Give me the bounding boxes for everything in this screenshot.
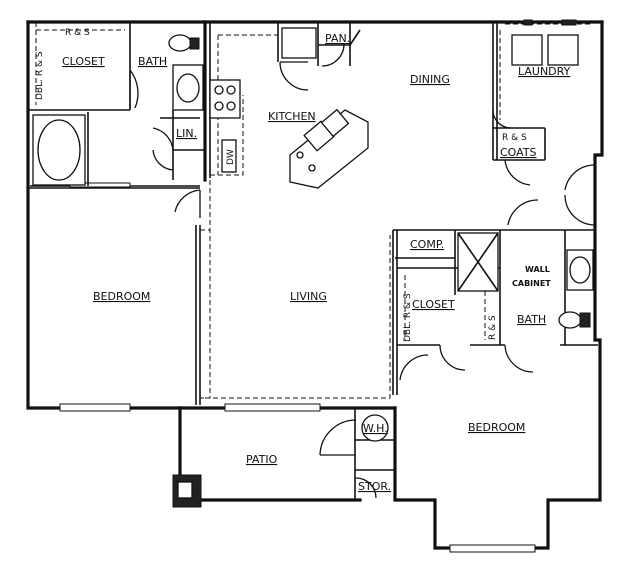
label-dining: DINING xyxy=(410,73,450,86)
label-closet-master: CLOSET xyxy=(62,55,105,68)
label-water-heater: W.H. xyxy=(363,422,388,435)
note-rs-top: R & S xyxy=(65,28,90,38)
washer xyxy=(511,34,543,66)
label-bedroom-right: BEDROOM xyxy=(468,421,525,434)
label-storage: STOR. xyxy=(358,480,391,493)
room-labels: CLOSET BATH LIN. PAN. KITCHEN DINING LAU… xyxy=(62,32,571,493)
note-dbl-rs-closet: DBL. R & S xyxy=(403,293,413,342)
label-bath-master: BATH xyxy=(138,55,167,68)
label-bath-right: BATH xyxy=(517,313,546,326)
refrigerator xyxy=(281,27,317,59)
label-cabinet: CABINET xyxy=(512,279,551,288)
label-bedroom-left: BEDROOM xyxy=(93,290,150,303)
label-wall: WALL xyxy=(525,265,550,274)
label-living: LIVING xyxy=(290,290,327,303)
note-rs-closet: R & S xyxy=(488,315,498,340)
water-heater xyxy=(361,414,389,442)
fixture-notes: R & S DBL. R & S R & S DBL. R & S R & S … xyxy=(35,28,527,342)
note-dw: DW xyxy=(226,149,236,165)
label-laundry: LAUNDRY xyxy=(518,65,571,78)
label-coats: COATS xyxy=(500,146,537,159)
toilet-right xyxy=(558,311,582,329)
dryer xyxy=(547,34,579,66)
label-patio: PATIO xyxy=(246,453,278,466)
label-comp: COMP. xyxy=(410,238,444,251)
label-pantry: PAN. xyxy=(325,32,350,45)
door-swings xyxy=(129,43,596,499)
dishwasher xyxy=(221,139,237,173)
label-linen: LIN. xyxy=(176,127,197,140)
toilet xyxy=(168,34,192,52)
dashed-overhead-lines xyxy=(35,22,590,399)
range xyxy=(209,79,241,119)
note-dbl-rs-left: DBL. R & S xyxy=(35,51,45,100)
windows xyxy=(59,182,536,553)
note-rs-coats: R & S xyxy=(502,133,527,143)
fixtures xyxy=(32,19,594,508)
label-kitchen: KITCHEN xyxy=(268,110,316,123)
label-closet-right: CLOSET xyxy=(412,298,455,311)
